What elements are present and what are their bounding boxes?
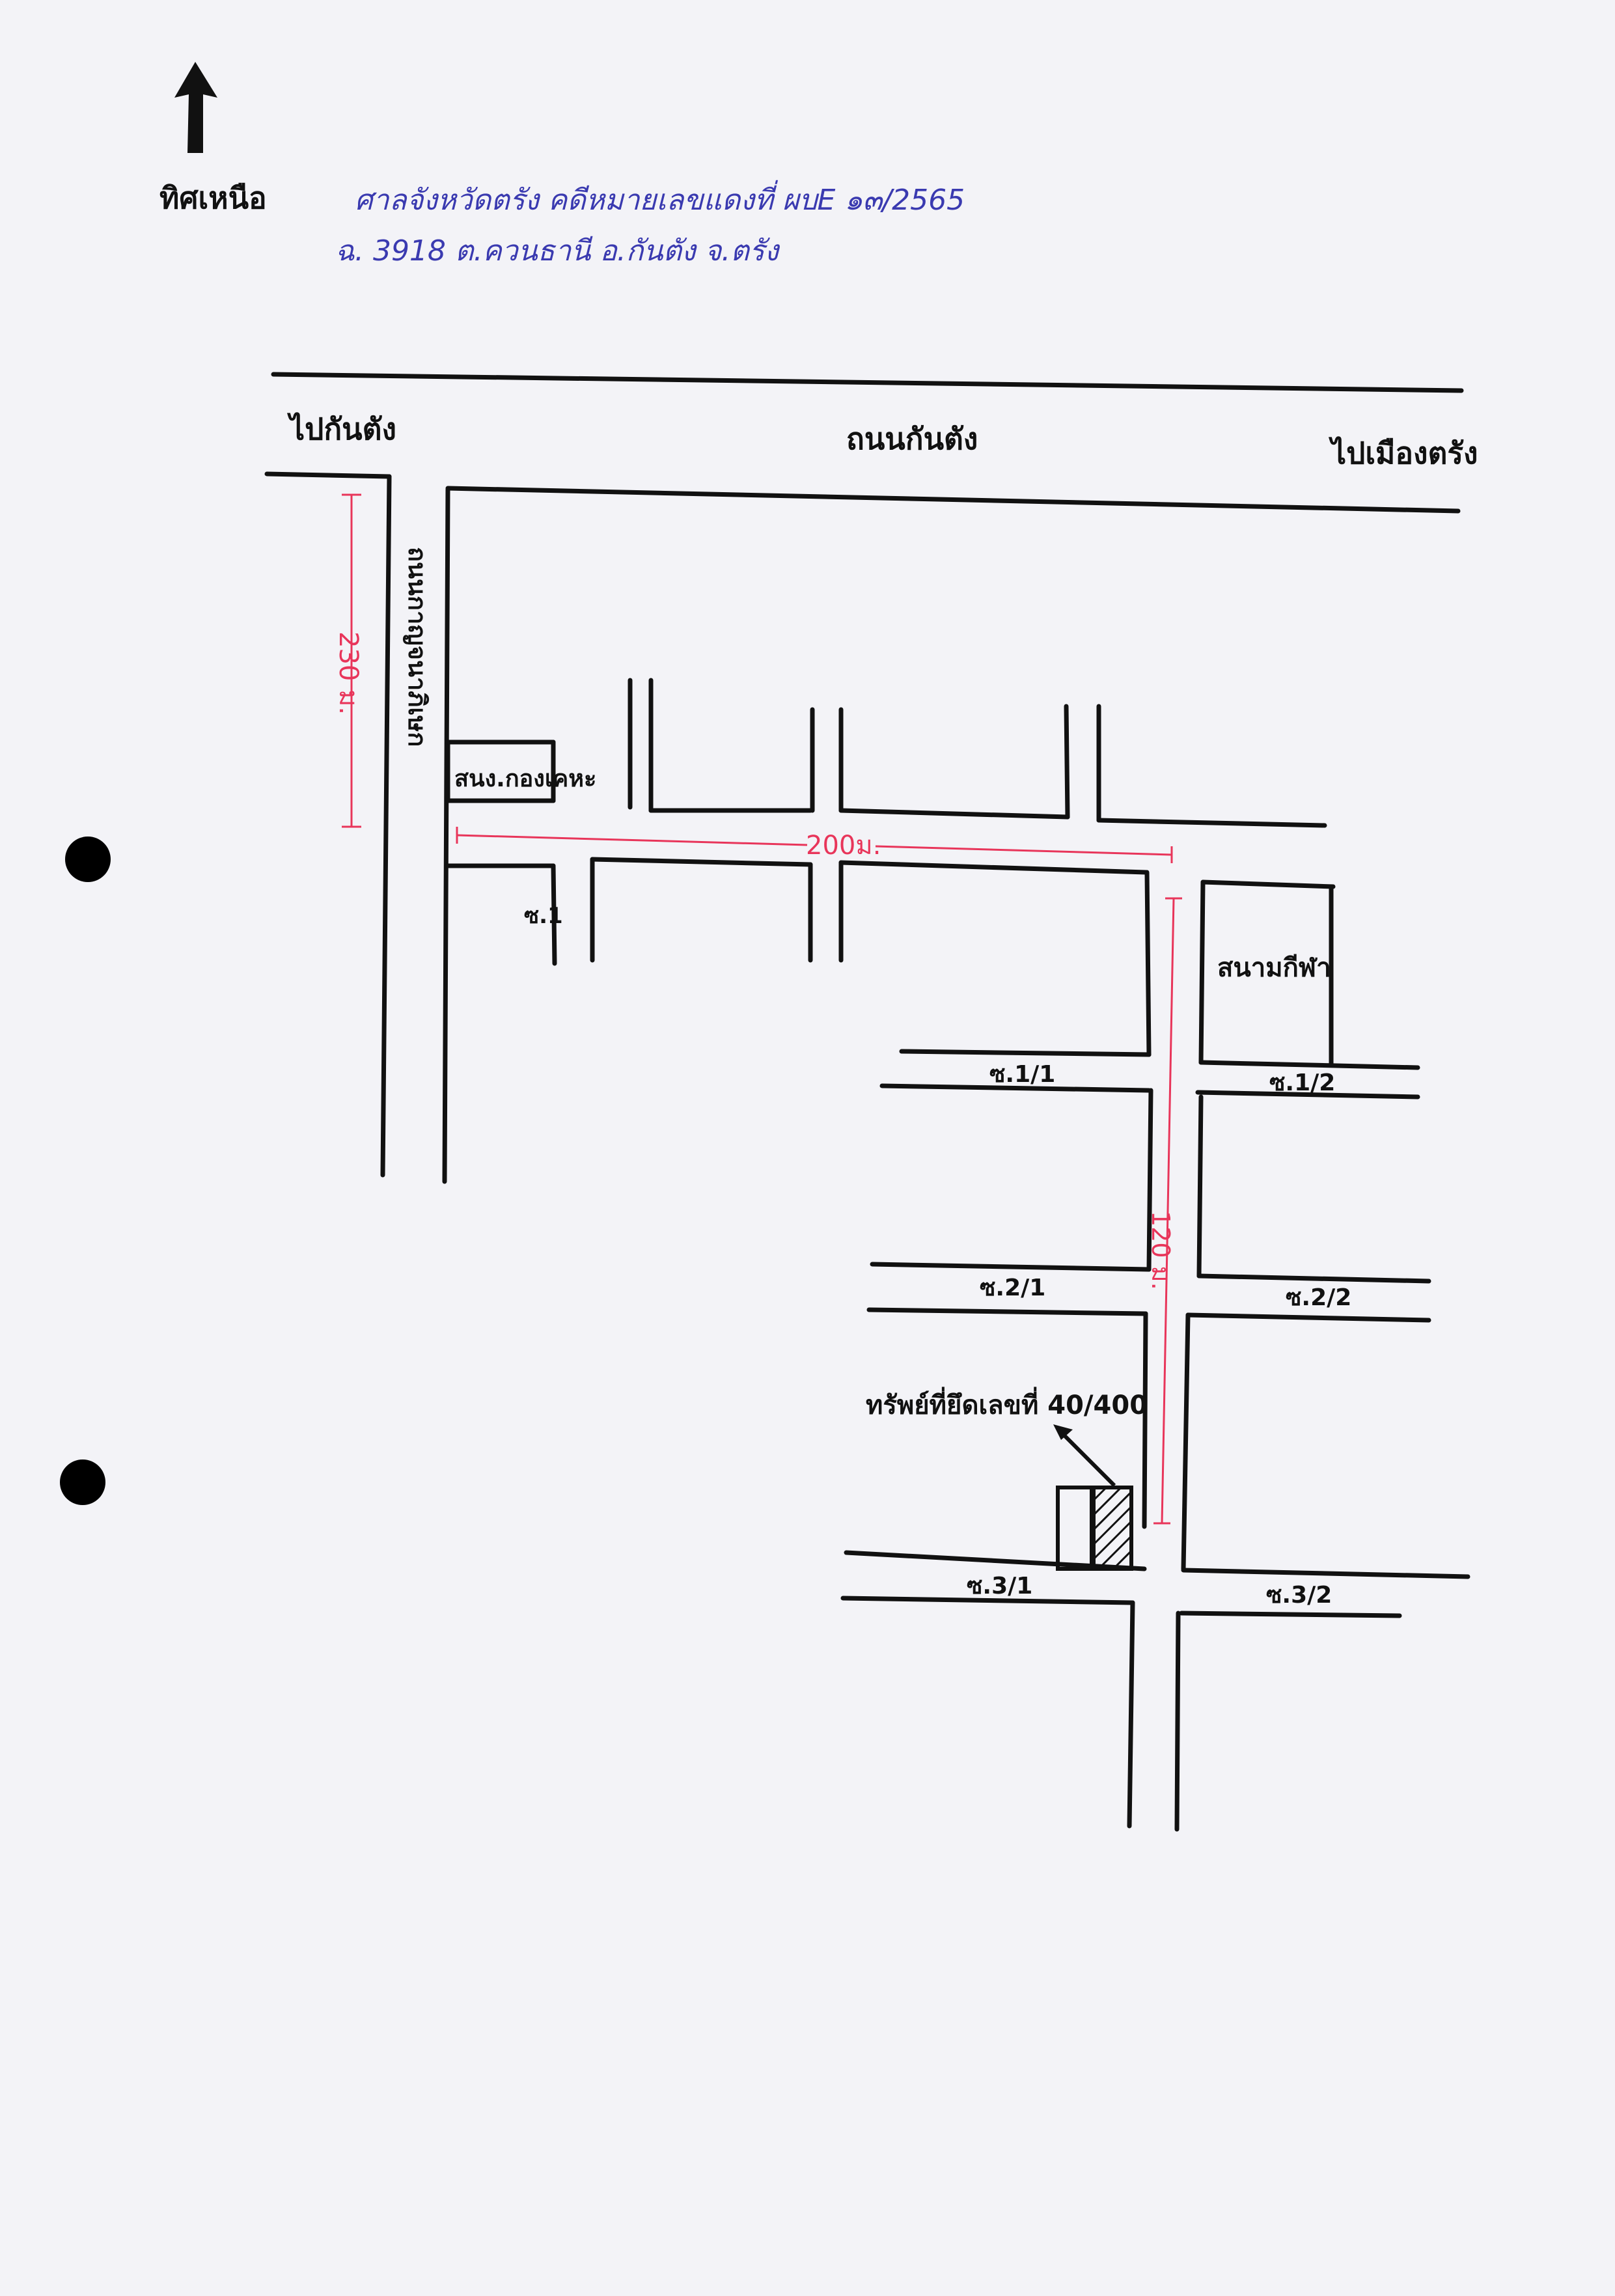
measure-200-label: 200ม. xyxy=(806,831,881,861)
main-road-label: ถนนกันตัง xyxy=(846,421,978,456)
north-arrow-icon xyxy=(174,62,217,153)
side-road-east-edge xyxy=(442,487,450,1184)
soi-1-1-label: ซ.1/1 xyxy=(989,1061,1055,1088)
side-road-west-edge xyxy=(380,474,392,1178)
soi-2-1-label: ซ.2/1 xyxy=(980,1275,1045,1301)
to-mueang-label: ไปเมืองตรัง xyxy=(1328,436,1478,471)
case-number-line1: ศาลจังหวัดตรัง คดีหมายเลขแดงที่ ผบE ๑๓/2… xyxy=(355,180,965,217)
measure-230-label: 230 ม. xyxy=(333,631,363,715)
side-road-label: ถนนกาญจนาภิเษก xyxy=(403,547,432,747)
measure-120-line xyxy=(1161,898,1175,1524)
main-road-south-edge-east xyxy=(445,486,1461,514)
north-label: ทิศเหนือ xyxy=(159,180,267,215)
office-label: สนง.กองเคหะ xyxy=(454,766,596,792)
to-kantang-label: ไปกันตัง xyxy=(286,411,396,447)
soi-1-2-label: ซ.1/2 xyxy=(1269,1070,1335,1096)
soi-1-label: ซ.1 xyxy=(524,903,563,929)
measure-200-line xyxy=(456,834,808,846)
case-number-line2: ฉ. 3918 ต.ควนธานี อ.กันตัง จ.ตรัง xyxy=(335,234,780,268)
soi-2-2-label: ซ.2/2 xyxy=(1286,1284,1351,1311)
measure-120-label: 120 ม. xyxy=(1146,1211,1175,1290)
soi-3-2-label: ซ.3/2 xyxy=(1266,1582,1332,1609)
main-road-south-edge-west xyxy=(264,471,392,479)
property-marker-hatched xyxy=(1092,1486,1133,1571)
soi-3-1-label: ซ.3/1 xyxy=(967,1573,1032,1599)
binder-hole-top xyxy=(65,837,111,882)
property-plot xyxy=(1056,1486,1094,1571)
binder-hole-bottom xyxy=(60,1459,105,1505)
property-label: ทรัพย์ที่ยึดเลขที่ 40/400 xyxy=(866,1387,1148,1420)
main-road-north-edge xyxy=(271,372,1464,393)
stadium-label: สนามกีฬา xyxy=(1217,953,1331,983)
property-pointer-arrow xyxy=(1059,1430,1116,1487)
